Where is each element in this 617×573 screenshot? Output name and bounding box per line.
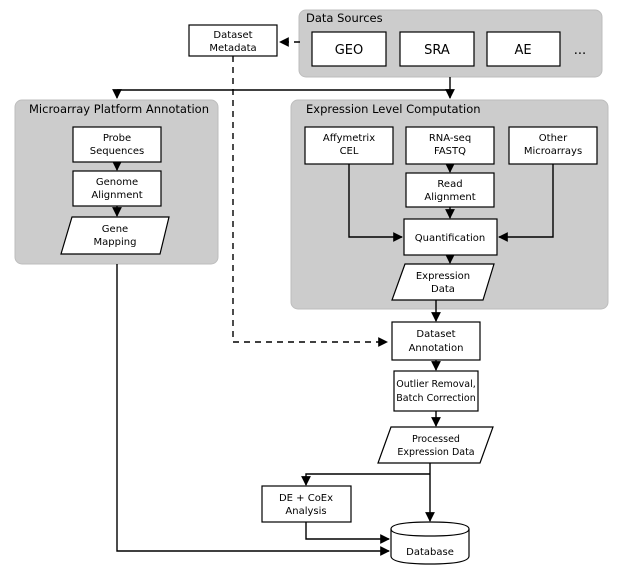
node-outlier-removal: Outlier Removal, Batch Correction: [393, 370, 479, 412]
node-dataset-metadata: Dataset Metadata: [188, 24, 278, 57]
node-database: Database: [390, 521, 470, 565]
outlier-line2: Batch Correction: [396, 393, 475, 404]
affy-line1: Affymetrix: [323, 133, 375, 144]
annotation-line1: Dataset: [416, 329, 455, 340]
node-genome-alignment: Genome Alignment: [72, 170, 162, 207]
processed-line1: Processed: [412, 434, 460, 445]
quant-label: Quantification: [415, 233, 485, 244]
node-sra: SRA: [399, 31, 475, 67]
node-dataset-annotation: Dataset Annotation: [391, 321, 481, 361]
database-label: Database: [406, 547, 454, 558]
node-ae: AE: [486, 31, 561, 67]
affy-line2: CEL: [340, 146, 359, 157]
rnaseq-line2: FASTQ: [434, 146, 466, 157]
node-affymetrix-cel: Affymetrix CEL: [304, 126, 394, 165]
arrow-affy-quant: [348, 164, 403, 242]
node-rnaseq-fastq: RNA-seq FASTQ: [405, 126, 495, 165]
data-sources-title: Data Sources: [306, 11, 383, 25]
connectors: [112, 37, 554, 556]
expression-title: Expression Level Computation: [306, 102, 481, 116]
read-line1: Read: [437, 179, 462, 190]
node-other-microarrays: Other Microarrays: [508, 126, 598, 165]
metadata-line2: Metadata: [209, 43, 256, 54]
gene-line1: Gene: [102, 224, 128, 235]
node-processed-expression-data: Processed Expression Data: [377, 426, 494, 464]
decoex-line1: DE + CoEx: [279, 493, 333, 504]
metadata-line1: Dataset: [213, 30, 252, 41]
other-line1: Other: [539, 133, 568, 144]
gene-line2: Mapping: [94, 237, 137, 248]
geo-label: GEO: [335, 43, 364, 58]
node-geo: GEO: [311, 31, 387, 67]
outlier-line1: Outlier Removal,: [396, 379, 475, 390]
arrow-decoex-database: [305, 522, 390, 544]
rnaseq-line1: RNA-seq: [429, 133, 471, 144]
arrow-processed-decoex: [301, 473, 430, 486]
read-line2: Alignment: [424, 192, 475, 203]
processed-line2: Expression Data: [397, 447, 474, 458]
sra-label: SRA: [424, 43, 450, 58]
node-gene-mapping: Gene Mapping: [60, 216, 170, 255]
node-probe-sequences: Probe Sequences: [72, 126, 162, 163]
probe-line2: Sequences: [90, 146, 145, 157]
more-sources-label: ...: [574, 43, 586, 58]
microarray-title: Microarray Platform Annotation: [29, 102, 209, 116]
node-quantification: Quantification: [403, 218, 498, 256]
node-expression-data: Expression Data: [391, 263, 495, 301]
exprdata-line1: Expression: [416, 271, 470, 282]
probe-line1: Probe: [103, 133, 131, 144]
arrow-other-quant: [498, 164, 554, 242]
ae-label: AE: [514, 43, 531, 58]
other-line2: Microarrays: [524, 146, 582, 157]
arrow-gene-database: [116, 264, 390, 556]
exprdata-line2: Data: [431, 284, 455, 295]
annotation-line2: Annotation: [409, 343, 464, 354]
node-read-alignment: Read Alignment: [405, 172, 495, 208]
genome-line2: Alignment: [91, 190, 142, 201]
arrow-metadata-annotation: [232, 56, 388, 347]
node-de-coex-analysis: DE + CoEx Analysis: [261, 485, 352, 523]
genome-line1: Genome: [96, 177, 138, 188]
decoex-line2: Analysis: [285, 506, 326, 517]
